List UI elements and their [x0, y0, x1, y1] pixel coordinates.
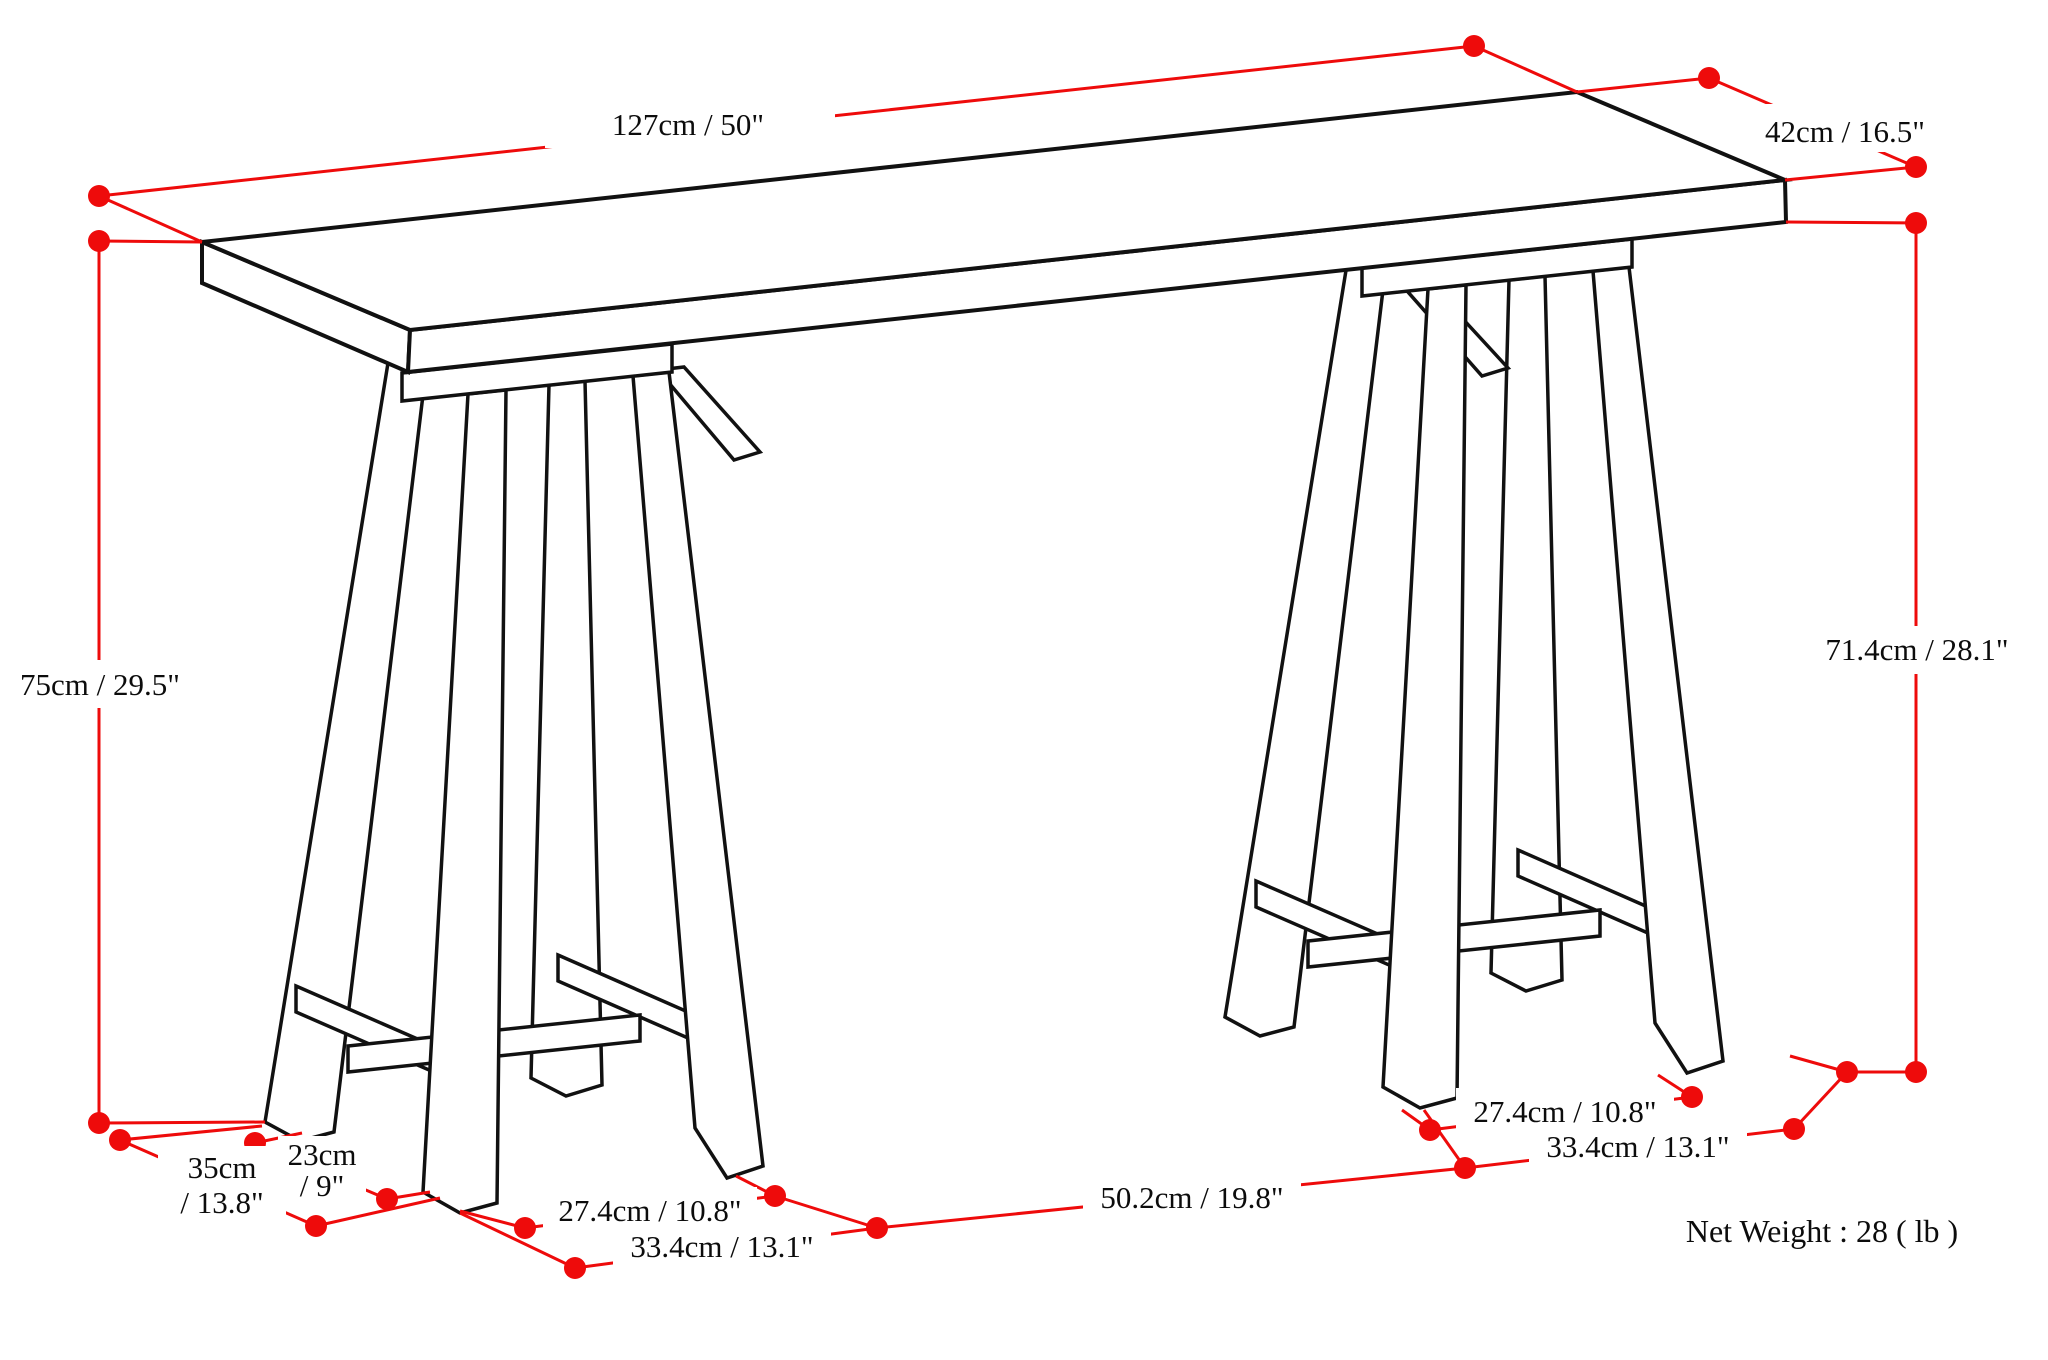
dim-label-base-depth-line2: / 13.8": [180, 1185, 263, 1220]
dim-label-height-left: 75cm / 29.5": [20, 667, 180, 702]
left-sawhorse: [263, 342, 765, 1215]
label-backgrounds: [20, 98, 2010, 1269]
right-sawhorse-front-right-leg: [1591, 265, 1725, 1076]
dim-label-base-depth-line1: 35cm: [188, 1150, 257, 1185]
dim-label-gap: 50.2cm / 19.8": [1100, 1180, 1283, 1215]
dim-label-left-splay: 27.4cm / 10.8": [558, 1193, 741, 1228]
left-sawhorse-brace: [654, 365, 764, 463]
dim-label-right-splay: 27.4cm / 10.8": [1473, 1094, 1656, 1129]
dim-label-depth: 42cm / 16.5": [1765, 114, 1925, 149]
left-sawhorse-front-left-leg: [421, 388, 508, 1215]
net-weight-label: Net Weight : 28 ( lb ): [1686, 1213, 1958, 1249]
left-sawhorse-front-right-leg: [631, 370, 765, 1181]
dim-label-leg-spacing-line2: / 9": [300, 1168, 345, 1203]
tabletop: [194, 89, 1793, 375]
dim-label-leg-spacing-line1: 23cm: [288, 1137, 357, 1172]
dimension-labels: 127cm / 50" 42cm / 16.5" 75cm / 29.5" 71…: [20, 107, 2009, 1264]
dimension-dots: [88, 35, 1927, 1279]
right-sawhorse: [1223, 237, 1725, 1110]
dim-label-height-right: 71.4cm / 28.1": [1825, 632, 2008, 667]
dim-label-right-base: 33.4cm / 13.1": [1546, 1129, 1729, 1164]
dim-label-left-base: 33.4cm / 13.1": [630, 1229, 813, 1264]
right-sawhorse-front-left-leg: [1381, 283, 1468, 1110]
dim-label-length: 127cm / 50": [612, 107, 764, 142]
